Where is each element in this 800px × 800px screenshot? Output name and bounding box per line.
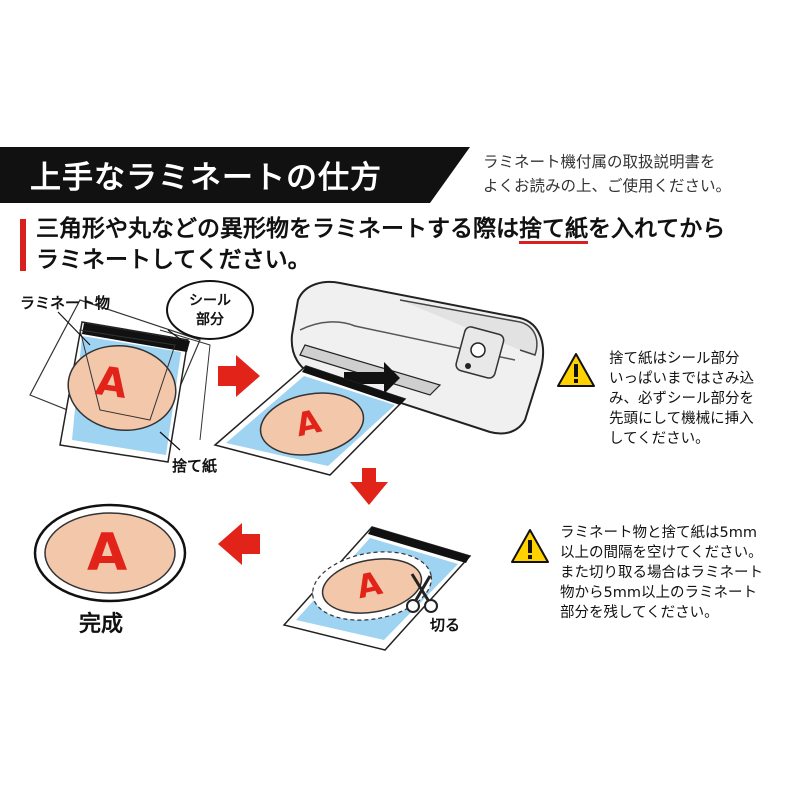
- complete-label: 完成: [79, 612, 124, 637]
- cut-label: 切る: [430, 616, 461, 634]
- instruction-line-1: 三角形や丸などの異形物をラミネートする際は捨て紙を入れてから: [36, 214, 725, 245]
- step3-pouch: [282, 526, 472, 651]
- item-oval: [67, 344, 177, 432]
- scrap-paper-edge-2: [159, 329, 211, 441]
- page-title: 上手なラミネートの仕方: [30, 160, 382, 196]
- warning-1-line-1: 捨て紙はシール部分: [609, 351, 740, 367]
- laminator-machine: [290, 281, 545, 435]
- warning-1-line-4: 先頭にして機械に挿入: [609, 411, 754, 427]
- laminate-item-label: ラミネート物: [20, 294, 111, 312]
- instruction-line-1-start: 三角形や丸などの異形物をラミネートする際は: [36, 216, 519, 242]
- seal-part-label-2: 部分: [196, 312, 224, 328]
- warning-triangle-icon: [557, 353, 595, 387]
- warning-1-line-3: み、必ずシール部分を: [609, 391, 754, 407]
- step2-pouch: [213, 365, 407, 476]
- manual-note-line-1: ラミネート機付属の取扱説明書を: [483, 153, 716, 171]
- instruction-highlight: 捨て紙: [519, 216, 588, 242]
- letter-a-finished: A: [87, 523, 128, 583]
- instruction-text: 三角形や丸などの異形物をラミネートする際は捨て紙を入れてから ラミネートしてくだ…: [36, 214, 725, 276]
- letter-a-step1: A: [92, 358, 131, 408]
- leader-line-seal: [167, 329, 185, 343]
- scrap-paper-label: 捨て紙: [172, 457, 218, 475]
- warning-2-line-1: ラミネート物と捨て紙は5mm: [560, 525, 757, 541]
- scrap-paper-edge: [79, 329, 176, 421]
- leader-line-item: [57, 311, 91, 346]
- warning-1-line-2: いっぱいまではさみ込: [609, 371, 754, 387]
- warning-1-line-5: してください。: [609, 431, 710, 447]
- warning-2-line-4: 物から5mm以上のラミネート: [560, 585, 757, 601]
- warning-2-line-5: 部分を残してください。: [560, 605, 719, 621]
- leader-line-scrap: [159, 431, 181, 451]
- instruction-line-1-end: を入れてから: [588, 216, 726, 242]
- warning-insert-note: 捨て紙はシール部分 いっぱいまではさみ込 み、必ずシール部分を 先頭にして機械に…: [609, 349, 754, 449]
- seal-part-bubble: シール 部分: [166, 280, 254, 340]
- warning-margin-note: ラミネート物と捨て紙は5mm 以上の間隔を空けてください。 また切り取る場合はラ…: [560, 523, 763, 623]
- manual-note: ラミネート機付属の取扱説明書を よくお読みの上、ご使用ください。: [483, 150, 731, 198]
- seal-part: [82, 323, 190, 352]
- manual-note-line-2: よくお読みの上、ご使用ください。: [483, 177, 732, 195]
- title-bar: [0, 147, 470, 203]
- warning-2-line-2: 以上の間隔を空けてください。: [560, 545, 763, 561]
- arrow-right: [218, 355, 260, 397]
- arrow-down: [350, 468, 388, 505]
- instruction-accent-bar: [20, 219, 26, 271]
- arrow-left: [218, 523, 260, 565]
- warning-2-line-3: また切り取る場合はラミネート: [560, 565, 763, 581]
- insert-arrow: [344, 362, 400, 394]
- step1-pouch: [29, 299, 211, 463]
- warning-triangle-icon: [511, 529, 549, 563]
- instruction-line-2: ラミネートしてください。: [36, 247, 311, 273]
- seal-part-label-1: シール: [189, 293, 231, 309]
- scissors-icon: [406, 573, 438, 613]
- finished-sticker: [33, 503, 187, 603]
